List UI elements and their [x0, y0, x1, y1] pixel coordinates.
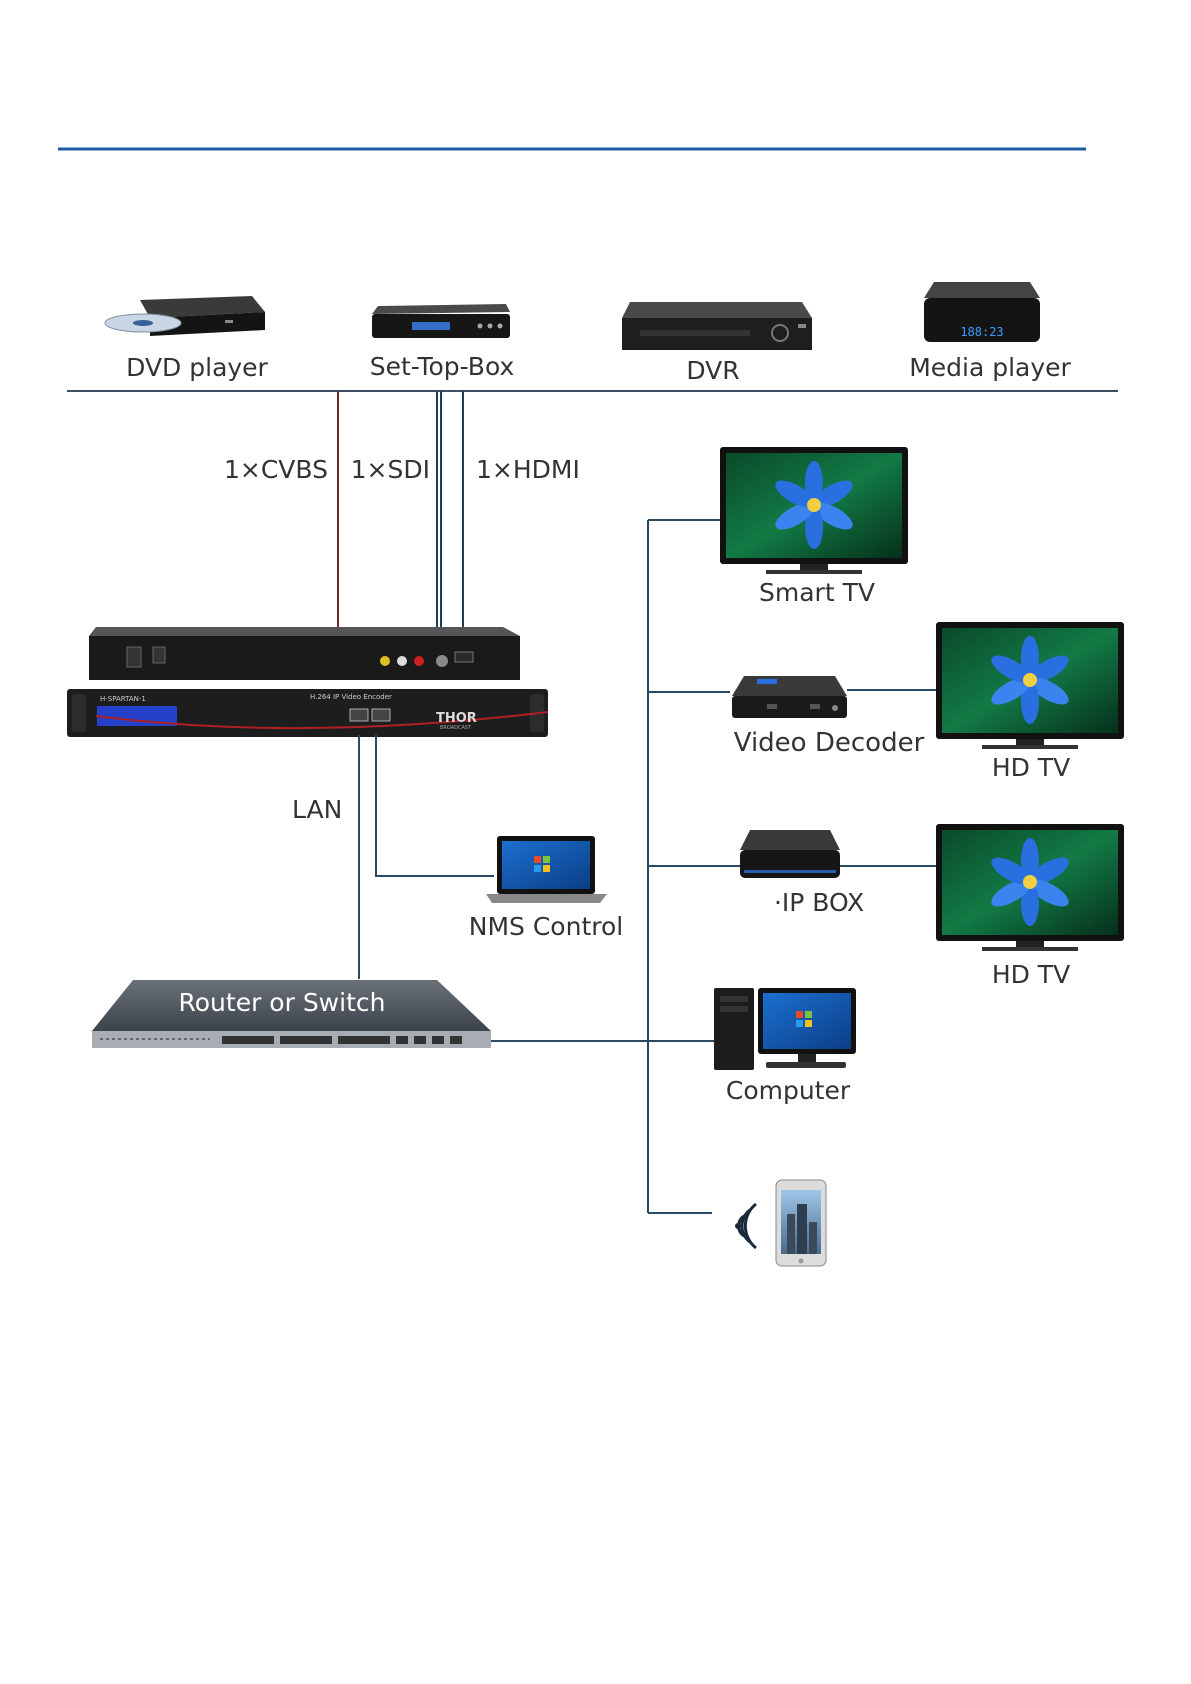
- ip-box-mark: ·: [774, 888, 782, 917]
- encoder-panel-title: H.264 IP Video Encoder: [310, 693, 392, 701]
- input-label-sdi: 1×SDI: [351, 455, 430, 484]
- source-label-stb: Set-Top-Box: [370, 352, 515, 381]
- media-player-display: 188:23: [960, 325, 1003, 339]
- lan-label: LAN: [292, 795, 342, 824]
- smartphone-icon: [776, 1180, 826, 1266]
- encoder-brand: THOR: [436, 711, 477, 726]
- smart-tv-icon: [720, 447, 908, 574]
- smart-tv-label: Smart TV: [759, 578, 875, 607]
- source-label-dvd: DVD player: [126, 353, 268, 382]
- nms-label: NMS Control: [469, 912, 623, 941]
- encoder-brand-sub: BROADCAST: [440, 725, 472, 731]
- input-label-hdmi: 1×HDMI: [476, 455, 580, 484]
- hd-tv-1-label: HD TV: [992, 753, 1070, 782]
- encoder-model: H-SPARTAN-1: [100, 695, 146, 703]
- video-decoder-label: Video Decoder: [734, 728, 925, 758]
- encoder-rear-panel: [89, 627, 520, 680]
- computer-icon: [714, 988, 856, 1070]
- hd-tv-1-icon: [936, 622, 1124, 749]
- encoder-front-panel: H-SPARTAN-1 H.264 IP Video Encoder THOR …: [67, 689, 548, 737]
- set-top-box-icon: [372, 304, 510, 338]
- source-label-media-player: Media player: [909, 353, 1071, 382]
- ip-box-icon: [740, 830, 840, 878]
- wifi-icon: [735, 1204, 756, 1248]
- nms-cable: [376, 735, 494, 876]
- dvd-player-icon: [105, 296, 265, 336]
- source-label-dvr: DVR: [686, 356, 739, 385]
- dvr-icon: [622, 302, 812, 350]
- laptop-icon: [486, 836, 607, 903]
- switch-label: Router or Switch: [179, 988, 386, 1017]
- input-label-cvbs: 1×CVBS: [224, 455, 328, 484]
- computer-label: Computer: [726, 1076, 851, 1105]
- video-decoder-icon: [732, 676, 847, 718]
- hd-tv-2-icon: [936, 824, 1124, 951]
- hd-tv-2-label: HD TV: [992, 960, 1070, 989]
- media-player-icon: 188:23: [924, 282, 1040, 342]
- ip-box-label: IP BOX: [782, 888, 864, 917]
